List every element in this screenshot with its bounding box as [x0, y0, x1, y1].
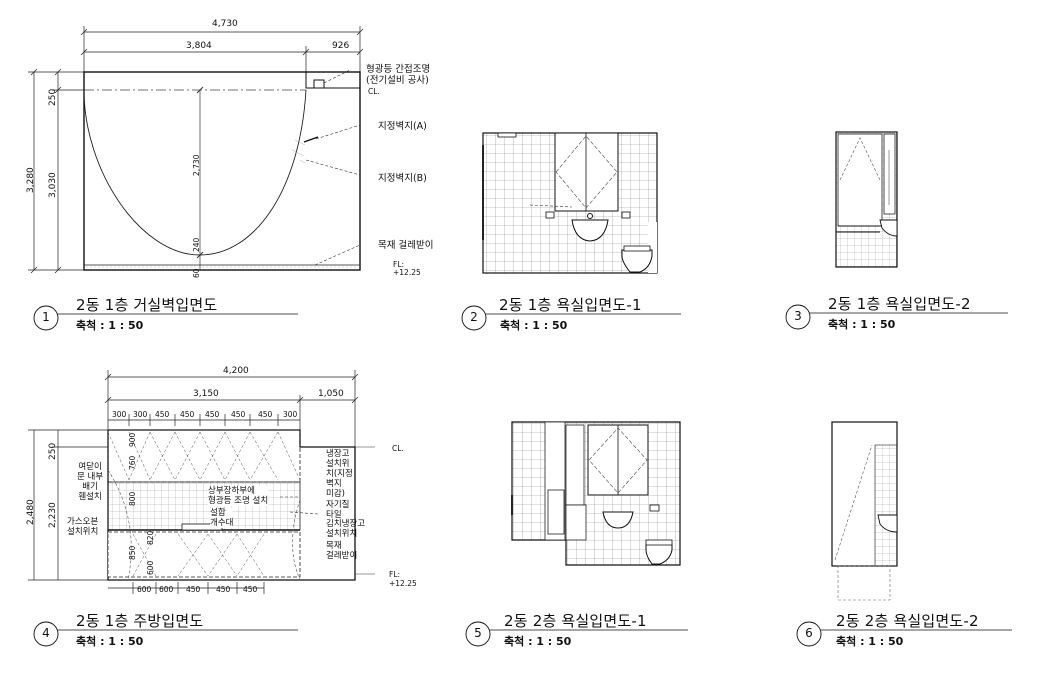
top-module-6: 450 [231, 410, 246, 419]
dim-base-height: 60 [192, 268, 201, 278]
bottom-module-2: 600 [159, 585, 174, 594]
top-module-7: 450 [258, 410, 273, 419]
dim-800: 800 [128, 491, 137, 506]
drawing-scale-6: 축척 : 1 : 50 [836, 635, 904, 648]
drawing-scale-3: 축척 : 1 : 50 [828, 318, 896, 331]
top-module-2: 300 [133, 410, 148, 419]
dim-low-height: 240 [192, 237, 201, 252]
dim-right-width: 926 [332, 41, 350, 51]
dim-600: 600 [146, 560, 155, 575]
drawing-scale-1: 축척 : 1 : 50 [76, 319, 144, 332]
kitchen-dim-total: 4,200 [223, 366, 249, 376]
bottom-module-5: 450 [243, 585, 258, 594]
drawing-number-3: 3 [794, 309, 802, 323]
kitchen-elevation [28, 370, 375, 594]
dim-850: 850 [128, 545, 137, 560]
drawing-title-1: 2동 1층 거실벽입면도 [76, 296, 218, 314]
drawing-scale-4: 축척 : 1 : 50 [76, 635, 144, 648]
bath-1f-elevation-2 [835, 131, 898, 268]
kitchen-dim-right: 1,050 [318, 389, 344, 399]
bottom-module-4: 450 [216, 585, 231, 594]
wall-a-label: 지정벽지(A) [378, 121, 427, 132]
kitchen-fl: FL: [389, 570, 401, 579]
title-markers [33, 304, 1012, 647]
drawing-title-3: 2동 1층 욕실입면도-2 [828, 295, 971, 313]
note-light-2: (전기설비 공사) [366, 75, 429, 86]
dim-top-height: 250 [48, 88, 58, 106]
drawing-title-5: 2동 2층 욕실입면도-1 [504, 612, 647, 630]
living-wall-elevation [28, 26, 364, 274]
dim-900: 900 [128, 432, 137, 447]
kitchen-dim-top: 250 [48, 442, 58, 460]
dim-760: 760 [128, 455, 137, 470]
drawing-title-6: 2동 2층 욕실입면도-2 [836, 612, 979, 630]
top-module-4: 450 [180, 410, 195, 419]
drawing-number-4: 4 [42, 626, 50, 640]
kitchen-dim-main: 2,230 [48, 502, 58, 528]
kitchen-dim-left: 3,150 [193, 389, 219, 399]
drawing-scale-5: 축척 : 1 : 50 [504, 635, 572, 648]
drawing-number-6: 6 [805, 626, 813, 640]
drawing-number-1: 1 [42, 310, 50, 324]
top-module-1: 300 [112, 410, 127, 419]
dim-inner-height: 2,730 [192, 154, 201, 176]
kitchen-fl-level: +12.25 [389, 579, 417, 588]
drawing-title-2: 2동 1층 욕실입면도-1 [499, 296, 642, 314]
fl-level: +12.25 [393, 268, 421, 277]
top-module-5: 450 [205, 410, 220, 419]
dim-total-height: 3,280 [26, 167, 36, 193]
drawing-title-4: 2동 1층 주방입면도 [76, 612, 204, 630]
drawing-number-5: 5 [474, 626, 482, 640]
cl-label: CL. [368, 87, 380, 96]
top-module-8: 300 [283, 410, 298, 419]
fl-label: FL: [393, 260, 405, 269]
wall-b-label: 지정벽지(B) [378, 173, 427, 184]
note-light-1: 형광등 간접조명 [366, 64, 431, 75]
dim-main-height: 3,030 [48, 172, 58, 198]
dim-total-width: 4,730 [212, 19, 238, 29]
bath-2f-elevation-2 [831, 421, 898, 601]
baseboard-label: 목재 걸레받이 [378, 240, 434, 251]
drawing-number-2: 2 [470, 310, 478, 324]
bath-2f-elevation-1 [511, 421, 681, 566]
dim-820: 820 [146, 530, 155, 545]
bath-1f-elevation-1 [482, 132, 658, 274]
kitchen-dim-total-height: 2,480 [26, 499, 36, 525]
top-module-3: 450 [155, 410, 170, 419]
drawing-scale-2: 축척 : 1 : 50 [500, 319, 568, 332]
kitchen-cl: CL. [392, 444, 404, 453]
bottom-module-1: 600 [137, 585, 152, 594]
dim-left-width: 3,804 [186, 41, 212, 51]
bottom-module-3: 450 [186, 585, 201, 594]
